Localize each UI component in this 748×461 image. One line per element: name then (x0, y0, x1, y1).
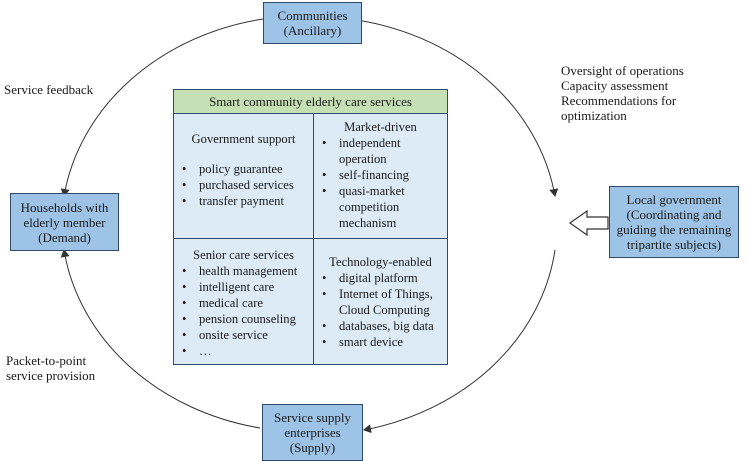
packet-line-2: service provision (6, 368, 96, 383)
tech-item-line: digital platform (339, 271, 418, 285)
senior-item: health management (178, 263, 309, 279)
local-government-node: Local government (Coordinating and guidi… (609, 186, 739, 258)
communities-line-2: (Ancillary) (283, 23, 342, 38)
suppliers-line-2: enterprises (284, 425, 341, 440)
market-item-line: independent (339, 136, 401, 150)
senior-item: onsite service (178, 327, 309, 343)
households-line-3: (Demand) (38, 229, 91, 245)
market-heading: Market-driven (344, 120, 417, 134)
senior-item: pension counseling (178, 311, 309, 327)
market-item-line: self-financing (339, 168, 409, 182)
market-item-line: competition (339, 200, 400, 214)
senior-item: … (178, 343, 309, 359)
tech-item: Internet of Things, Cloud Computing (318, 286, 443, 318)
government-item: purchased services (178, 177, 309, 193)
households-line-1: Households with (20, 199, 109, 215)
oversight-line-4: optimization (561, 108, 627, 123)
tech-item-line: Cloud Computing (339, 303, 430, 317)
communities-node: Communities (Ancillary) (263, 2, 362, 44)
services-panel: Smart community elderly care services Go… (173, 89, 448, 365)
local-government-line-4: tripartite subjects) (626, 237, 722, 252)
government-heading: Government support (191, 132, 296, 146)
arc-provision (60, 249, 261, 429)
suppliers-line-3: (Supply) (289, 440, 336, 455)
packet-provision-labels: Packet-to-point service provision (6, 353, 95, 383)
tech-item: digital platform (318, 270, 443, 286)
senior-item: intelligent care (178, 279, 309, 295)
market-item: independent operation (318, 135, 443, 167)
tech-item-line: Internet of Things, (339, 287, 433, 301)
local-government-line-2: (Coordinating and (626, 207, 722, 222)
tech-heading: Technology-enabled (329, 255, 432, 269)
local-government-line-3: guiding the remaining (616, 222, 732, 237)
arc-feedback (60, 18, 264, 197)
tech-item: databases, big data (318, 318, 443, 334)
senior-item: medical care (178, 295, 309, 311)
market-item: self-financing (318, 167, 443, 183)
tech-item: smart device (318, 334, 443, 350)
communities-line-1: Communities (277, 8, 348, 23)
market-item: quasi-market competition mechanism (318, 183, 443, 231)
technology-enabled-cell: Technology-enabled digital platform Inte… (314, 239, 447, 364)
oversight-labels: Oversight of operations Capacity assessm… (561, 63, 684, 123)
hollow-arrow (568, 209, 609, 237)
households-line-2: elderly member (23, 214, 106, 230)
arc-oversight (349, 18, 559, 197)
market-item-line: operation (339, 152, 387, 166)
market-driven-cell: Market-driven independent operation self… (314, 114, 447, 239)
oversight-line-3: Recommendations for (561, 93, 677, 108)
market-item-line: quasi-market (339, 184, 405, 198)
senior-care-cell: Senior care services health management i… (174, 239, 314, 364)
local-government-line-1: Local government (626, 192, 722, 207)
tech-item-line: smart device (339, 335, 403, 349)
households-node: Households with elderly member (Demand) (10, 193, 119, 251)
government-item: transfer payment (178, 193, 309, 209)
government-support-cell: Government support policy guarantee purc… (174, 114, 314, 239)
government-item: policy guarantee (178, 161, 309, 177)
senior-heading: Senior care services (193, 248, 294, 262)
oversight-line-1: Oversight of operations (561, 63, 684, 78)
packet-line-1: Packet-to-point (6, 353, 87, 368)
market-item-line: mechanism (339, 216, 397, 230)
service-feedback-label: Service feedback (4, 82, 94, 97)
tech-item-line: databases, big data (339, 319, 434, 333)
panel-title: Smart community elderly care services (174, 90, 447, 114)
suppliers-node: Service supply enterprises (Supply) (262, 404, 363, 461)
arc-supply-return (363, 249, 556, 434)
oversight-line-2: Capacity assessment (561, 78, 669, 93)
suppliers-line-1: Service supply (274, 410, 351, 425)
